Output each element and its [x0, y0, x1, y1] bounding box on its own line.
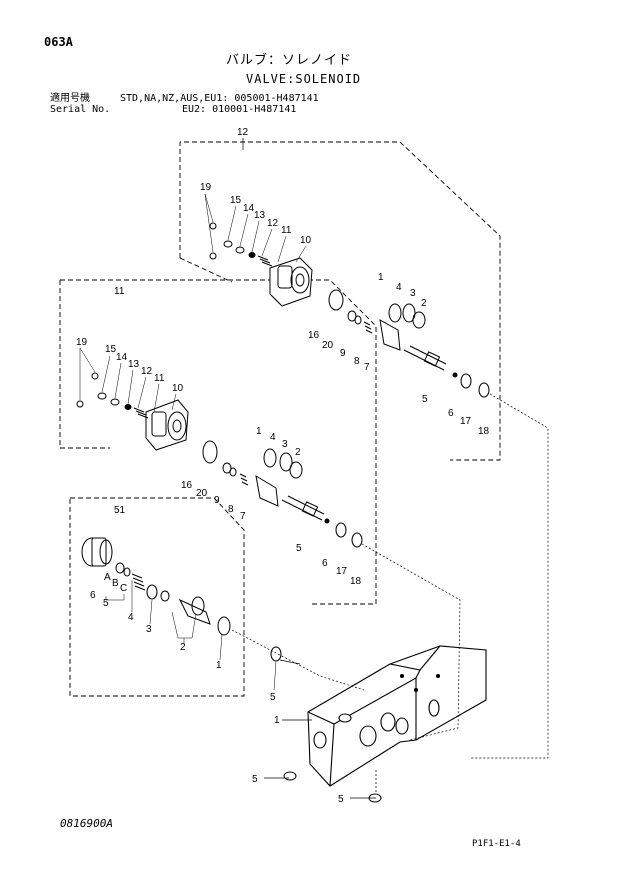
group-12-label: 12	[237, 127, 249, 138]
callout: 12	[267, 218, 279, 229]
serial-label-en: Serial No.	[50, 104, 111, 115]
group-12-frame	[179, 141, 501, 461]
callout: 5	[338, 794, 344, 805]
assembly-lines	[231, 393, 549, 799]
callout: 1	[216, 660, 222, 671]
callout: 3	[282, 439, 288, 450]
callouts-group-12: 19 15 14 13 12 11 10 1 4 3 2 16 20 9 8 7…	[200, 182, 490, 437]
callout: 9	[214, 495, 220, 506]
callout: 19	[76, 337, 88, 348]
serial-range-2: EU2: 010001-H487141	[182, 104, 297, 115]
callouts-group-51: A B C 6 5 4 3 2 1	[90, 572, 222, 671]
callout: 5	[103, 598, 109, 609]
valve-body	[307, 645, 487, 787]
callout: 17	[336, 566, 348, 577]
page-reference: P1F1-E1-4	[472, 839, 521, 849]
callout: 1	[274, 715, 280, 726]
group-51-frame	[69, 497, 245, 697]
callout: 8	[354, 356, 360, 367]
callout: 8	[228, 504, 234, 515]
callouts-body: 5 1 5 5	[252, 692, 344, 805]
callout: 18	[478, 426, 490, 437]
plugs	[270, 646, 382, 803]
callout: 15	[230, 195, 242, 206]
callout: 5	[422, 394, 428, 405]
callout: 6	[322, 558, 328, 569]
callout: 5	[296, 543, 302, 554]
callout: 12	[141, 366, 153, 377]
callout: 11	[281, 225, 292, 236]
callout: B	[112, 578, 119, 589]
callout: 9	[340, 348, 346, 359]
drawing-number: 0816900A	[60, 817, 113, 830]
callout: 4	[128, 612, 134, 623]
callout: 4	[270, 432, 276, 443]
callout: 6	[90, 590, 96, 601]
callout: 20	[322, 340, 334, 351]
callout: 5	[252, 774, 258, 785]
group-11-label: 11	[114, 286, 125, 297]
callout: 14	[243, 203, 255, 214]
callout: 15	[105, 344, 117, 355]
callout: A	[104, 572, 111, 583]
serial-label-jp: 適用号機	[50, 93, 90, 104]
group-51-parts	[81, 537, 231, 636]
callout: 6	[448, 408, 454, 419]
callout: 1	[378, 272, 384, 283]
callout: 16	[308, 330, 320, 341]
callout: 5	[270, 692, 276, 703]
serial-range-1: STD,NA,NZ,AUS,EU1: 005001-H487141	[120, 93, 319, 104]
callout: 3	[146, 624, 152, 635]
callout: 3	[410, 288, 416, 299]
page-code: 063A	[44, 35, 73, 49]
callout: 17	[460, 416, 472, 427]
callout: C	[120, 583, 127, 594]
callout: 20	[196, 488, 208, 499]
group-51-label: 51	[114, 505, 126, 516]
group-11-parts	[76, 372, 363, 548]
callout: 14	[116, 352, 128, 363]
callout: 19	[200, 182, 212, 193]
group-12-parts	[209, 222, 490, 398]
callout: 2	[421, 298, 427, 309]
callout: 13	[254, 210, 266, 221]
callout: 1	[256, 426, 262, 437]
callout: 10	[172, 383, 184, 394]
callout: 11	[154, 373, 165, 384]
callouts-group-11: 19 15 14 13 12 11 10 1 4 3 2 16 20 9 8 7…	[76, 337, 362, 587]
title-jp: バルブ：ソレノイド	[226, 53, 353, 68]
callout: 18	[350, 576, 362, 587]
callout: 2	[295, 447, 301, 458]
callout: 2	[180, 642, 186, 653]
group-11-frame	[59, 279, 377, 605]
callout: 7	[364, 362, 370, 373]
callout: 13	[128, 359, 140, 370]
callout: 10	[300, 235, 312, 246]
callout: 16	[181, 480, 193, 491]
title-en: VALVE:SOLENOID	[246, 72, 362, 86]
callout: 7	[240, 511, 246, 522]
callout: 4	[396, 282, 402, 293]
